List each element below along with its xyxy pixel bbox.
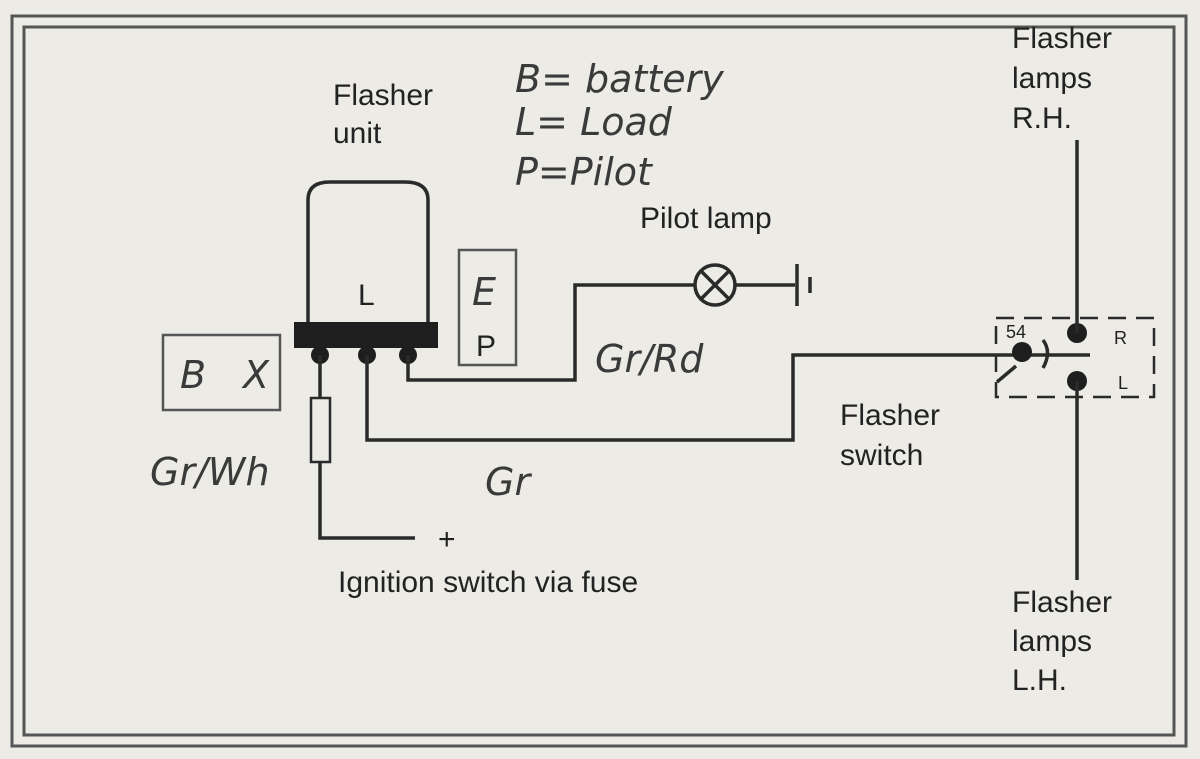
- wire-gr: [365, 353, 1090, 442]
- ignition-label: Ignition switch via fuse: [338, 566, 638, 599]
- flasher-terminal-l: L: [358, 279, 375, 312]
- flasher-unit-label-2: unit: [333, 117, 382, 150]
- fuse-icon: [309, 396, 332, 464]
- box-p: P: [476, 330, 496, 363]
- lamps-rh-label-3: R.H.: [1012, 102, 1072, 135]
- pilot-lamp-label: Pilot lamp: [640, 202, 772, 235]
- legend-load: L= Load: [515, 100, 673, 144]
- legend-battery: B= battery: [515, 57, 724, 101]
- wire-label-gr-rd: Gr/Rd: [595, 337, 704, 381]
- flasher-switch: 54 R L: [994, 316, 1156, 399]
- lamps-lh-label-3: L.H.: [1012, 664, 1067, 697]
- legend-pilot: P=Pilot: [515, 150, 654, 194]
- box-x: X: [241, 353, 270, 397]
- lamps-rh-label-2: lamps: [1012, 62, 1092, 95]
- switch-pin-l: L: [1118, 373, 1128, 393]
- wire-label-gr-wh: Gr/Wh: [150, 450, 270, 494]
- lamps-rh-label-1: Flasher: [1012, 22, 1112, 55]
- bx-box: [161, 333, 282, 412]
- wire-gr-wh: [318, 355, 415, 540]
- wire-label-gr: Gr: [485, 460, 532, 504]
- lamps-lh-label-2: lamps: [1012, 625, 1092, 658]
- flasher-unit-label-1: Flasher: [333, 79, 433, 112]
- plus-sign: +: [438, 523, 456, 556]
- switch-pin-r: R: [1114, 328, 1127, 348]
- flasher-unit: L: [294, 180, 438, 364]
- wire-gr-rd: [406, 283, 695, 382]
- ground-icon: [795, 264, 812, 306]
- double-border: [10, 14, 1188, 748]
- switch-pin-54: 54: [1006, 322, 1026, 342]
- flasher-switch-label-2: switch: [840, 439, 923, 472]
- box-b: B: [180, 353, 206, 397]
- flasher-switch-label-1: Flasher: [840, 399, 940, 432]
- ep-box: [457, 248, 518, 367]
- box-e: E: [472, 270, 496, 314]
- lamps-lh-label-1: Flasher: [1012, 586, 1112, 619]
- pilot-lamp-icon: [693, 263, 737, 307]
